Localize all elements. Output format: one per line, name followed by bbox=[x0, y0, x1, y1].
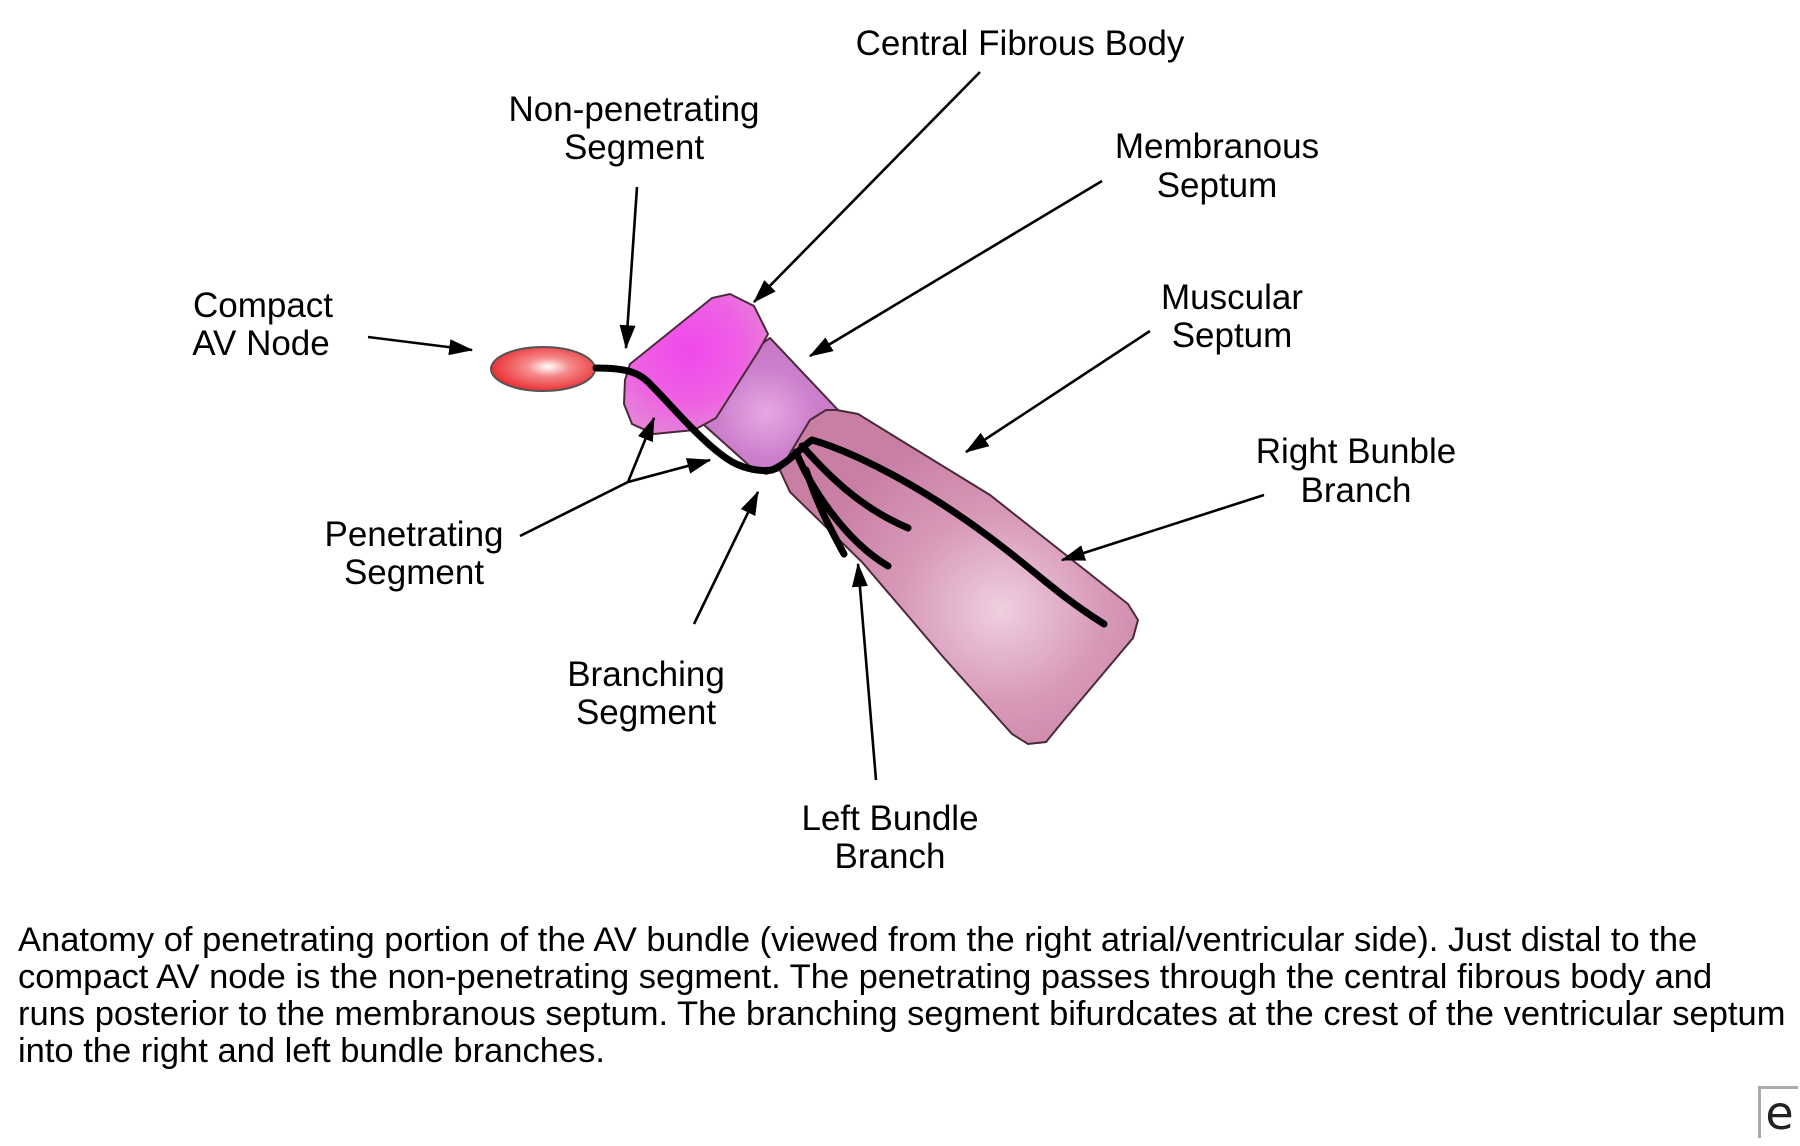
labels: Central Fibrous Body Non-penetrating Seg… bbox=[192, 24, 1456, 876]
arrow-left-bundle-branch bbox=[851, 562, 878, 781]
arrow-branching-segment bbox=[692, 490, 760, 625]
label-branching-segment-line2: Segment bbox=[576, 693, 716, 732]
label-right-bundle-branch-line2: Branch bbox=[1301, 471, 1412, 510]
label-penetrating-segment-line2: Segment bbox=[344, 553, 484, 592]
left-bundle-branch-path-upper bbox=[798, 442, 912, 532]
label-muscular-septum-line1: Muscular bbox=[1161, 278, 1303, 317]
left-bundle-branch-path-mid bbox=[802, 466, 848, 558]
arrow-central-fibrous-body bbox=[753, 71, 981, 303]
arrow-penetrating-segment-b bbox=[627, 458, 712, 484]
label-branching-segment-line1: Branching bbox=[567, 655, 725, 694]
av-bundle-diagram: Central Fibrous Body Non-penetrating Seg… bbox=[192, 24, 1456, 876]
label-penetrating-segment-line1: Penetrating bbox=[324, 515, 503, 554]
label-non-penetrating-segment-line1: Non-penetrating bbox=[509, 90, 760, 129]
figure-caption: Anatomy of penetrating portion of the AV… bbox=[18, 921, 1786, 1070]
arrow-non-penetrating-segment bbox=[619, 186, 639, 350]
label-compact-av-node-line2: AV Node bbox=[192, 324, 330, 363]
muscular-septum bbox=[776, 406, 1140, 746]
arrow-penetrating-segment-a bbox=[626, 416, 656, 483]
label-membranous-septum-line1: Membranous bbox=[1115, 127, 1319, 166]
conduction-pathway bbox=[592, 364, 1108, 628]
label-membranous-septum-line2: Septum bbox=[1157, 166, 1278, 205]
publisher-logo: e bbox=[1758, 1086, 1798, 1138]
arrow-membranous-septum bbox=[808, 179, 1103, 358]
label-left-bundle-branch-line1: Left Bundle bbox=[801, 799, 978, 838]
left-bundle-branch-path-lower bbox=[792, 448, 892, 570]
arrow-penetrating-segment-stem bbox=[519, 480, 629, 538]
label-compact-av-node-line1: Compact bbox=[193, 286, 333, 325]
label-muscular-septum-line2: Septum bbox=[1172, 316, 1293, 355]
leader-arrows bbox=[367, 71, 1265, 781]
arrow-right-bundle-branch bbox=[1060, 493, 1265, 562]
his-bundle-path bbox=[592, 364, 816, 474]
right-bundle-branch-path bbox=[808, 436, 1108, 628]
compact-av-node bbox=[490, 346, 596, 392]
label-left-bundle-branch-line2: Branch bbox=[835, 837, 946, 876]
arrow-muscular-septum bbox=[964, 329, 1151, 454]
label-central-fibrous-body: Central Fibrous Body bbox=[856, 24, 1185, 63]
label-non-penetrating-segment-line2: Segment bbox=[564, 128, 704, 167]
label-right-bundle-branch-line1: Right Bunble bbox=[1256, 432, 1456, 471]
arrow-compact-av-node bbox=[367, 335, 474, 356]
